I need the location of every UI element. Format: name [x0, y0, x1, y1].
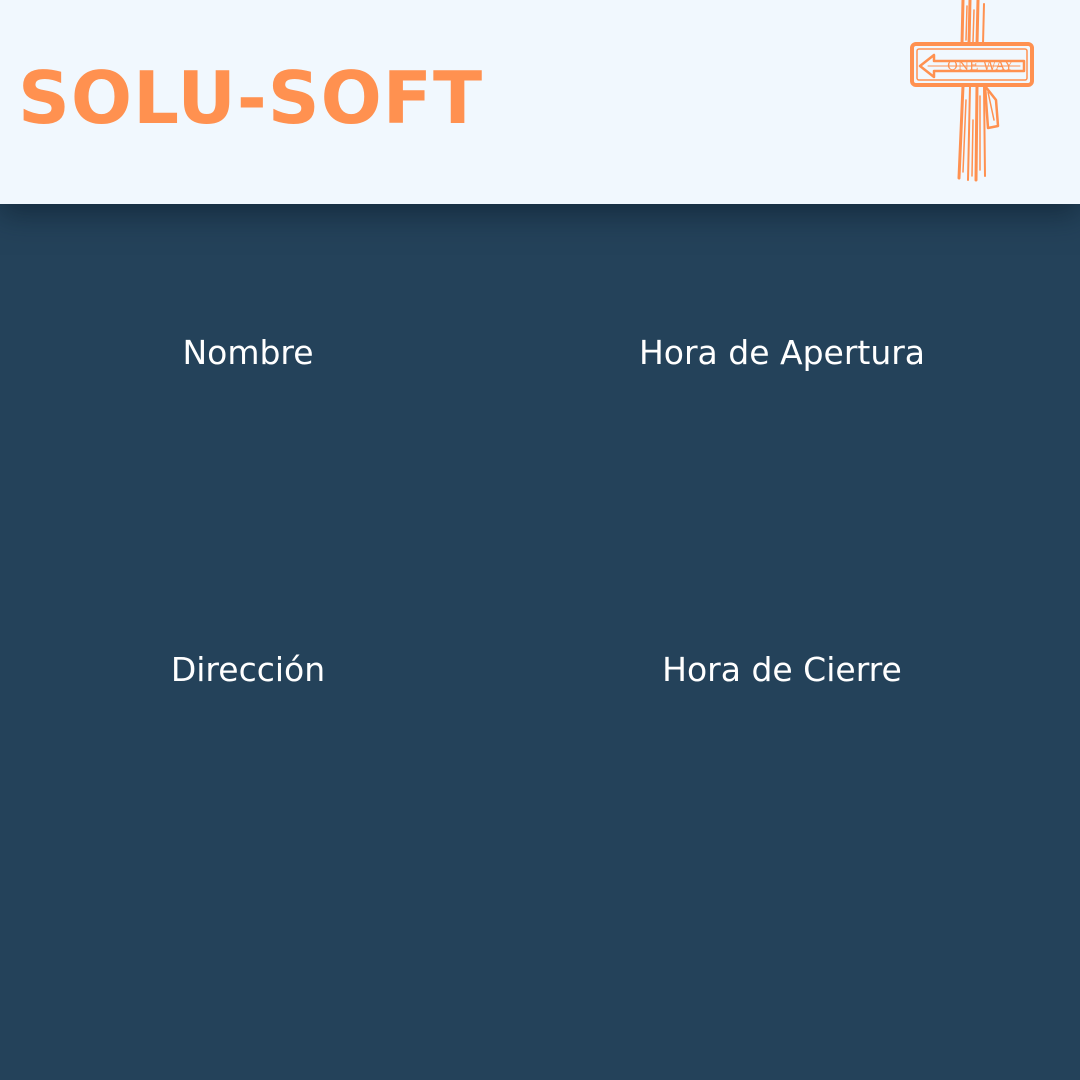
- one-way-street-sign-icon: ONE WAY: [910, 0, 1034, 182]
- field-label-nombre: Nombre: [182, 333, 314, 372]
- field-label-hora-apertura: Hora de Apertura: [638, 333, 926, 372]
- sign-text: ONE WAY: [947, 59, 1013, 74]
- field-label-hora-cierre: Hora de Cierre: [662, 650, 902, 689]
- field-label-direccion: Dirección: [170, 650, 326, 689]
- brand-title: SOLU-SOFT: [18, 56, 484, 140]
- header: SOLU-SOFT: [0, 0, 1080, 204]
